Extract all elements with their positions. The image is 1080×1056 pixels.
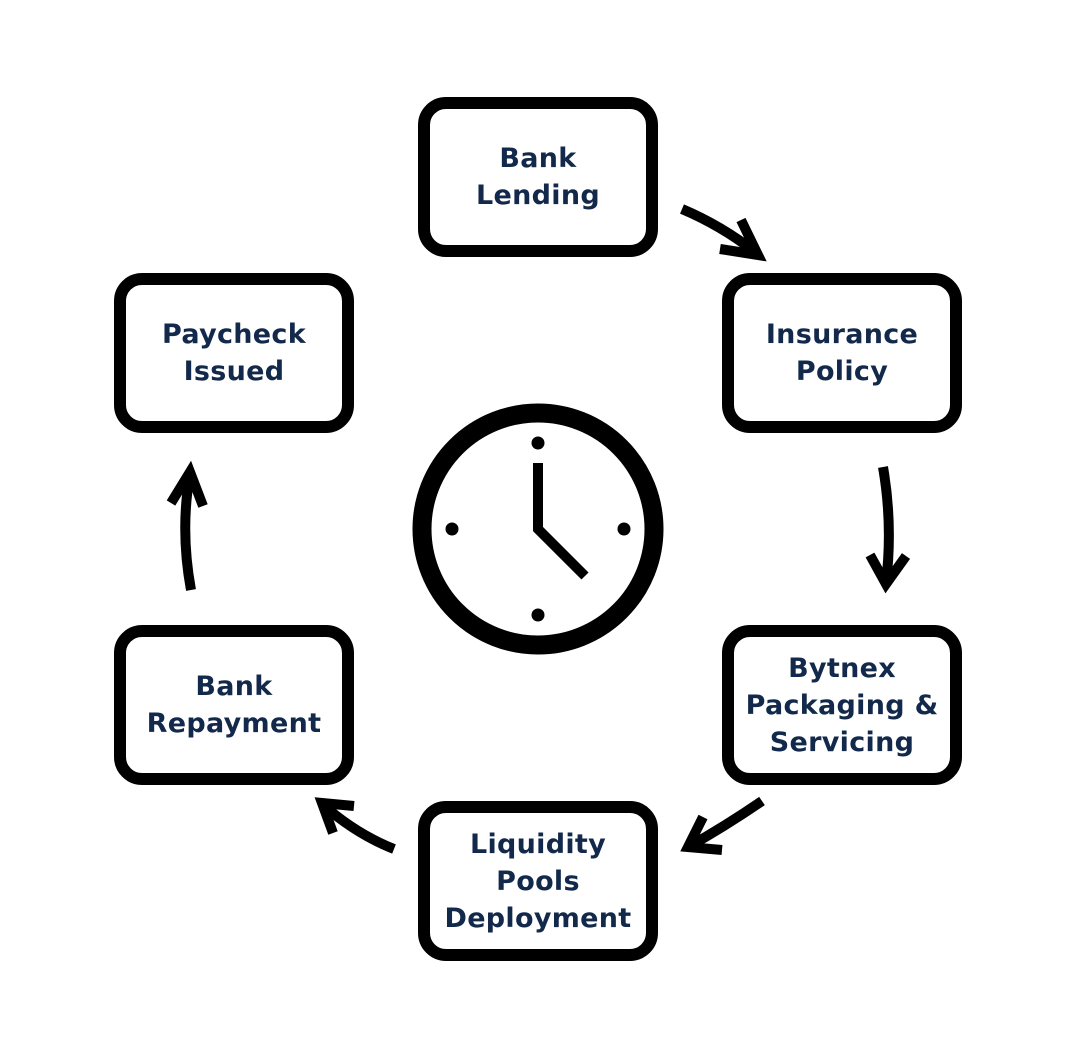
stage-label: Paycheck Issued xyxy=(162,319,306,387)
stage-liquidity-pools-deployment: Liquidity Pools Deployment xyxy=(418,801,658,961)
stage-label: Bytnex Packaging & Servicing xyxy=(745,652,939,758)
stage-label: Liquidity Pools Deployment xyxy=(444,828,632,934)
stage-label: Bank Repayment xyxy=(146,671,322,739)
stage-bank-repayment: Bank Repayment xyxy=(114,625,354,785)
arrow-insurance-to-bytnex xyxy=(865,466,911,594)
arrow-repayment-to-paycheck xyxy=(166,460,208,591)
clock-icon xyxy=(412,403,664,655)
stage-paycheck-issued: Paycheck Issued xyxy=(114,273,354,433)
arrow-bytnex-to-liquidity xyxy=(680,796,765,855)
stage-bytnex-packaging-servicing: Bytnex Packaging & Servicing xyxy=(722,625,962,785)
stage-label: Insurance Policy xyxy=(765,319,919,387)
arrow-lending-to-insurance xyxy=(680,204,767,262)
arrow-liquidity-to-repayment xyxy=(314,797,396,854)
stage-bank-lending: Bank Lending xyxy=(418,97,658,257)
stage-insurance-policy: Insurance Policy xyxy=(722,273,962,433)
stage-label: Bank Lending xyxy=(476,143,600,211)
